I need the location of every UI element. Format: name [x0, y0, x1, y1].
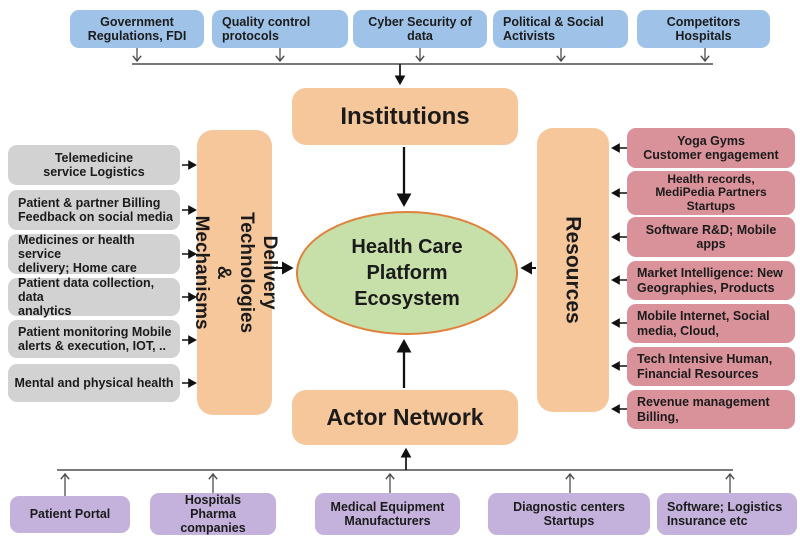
top-feeder-arrows [132, 48, 713, 65]
top-box-4: Political & Social Activists [493, 10, 628, 48]
delivery-technologies-label: Delivery Technologies & Mechanisms [190, 211, 281, 334]
left-box-6: Mental and physical health [8, 364, 180, 402]
delivery-technologies-bar: Delivery Technologies & Mechanisms [191, 130, 280, 415]
bottom-box-3: Medical Equipment Manufacturers [315, 493, 460, 535]
top-box-5: Competitors Hospitals [637, 10, 770, 48]
top-box-1: Government Regulations, FDI [70, 10, 204, 48]
resources-label: Resources [562, 216, 586, 324]
right-box-2: Health records, MediPedia Partners Start… [627, 171, 795, 215]
bottom-box-4: Diagnostic centers Startups [488, 493, 650, 535]
healthcare-platform-ecosystem-node: Health Care Platform Ecosystem [296, 211, 518, 335]
left-box-1: Telemedicine service Logistics [8, 145, 180, 185]
left-box-5: Patient monitoring Mobile alerts & execu… [8, 320, 180, 358]
right-box-3: Software R&D; Mobile apps [627, 217, 795, 257]
right-box-6: Tech Intensive Human, Financial Resource… [627, 347, 795, 386]
bottom-box-2: Hospitals Pharma companies [150, 493, 276, 535]
top-box-2: Quality control protocols [212, 10, 348, 48]
right-box-1: Yoga Gyms Customer engagement [627, 128, 795, 168]
right-box-7: Revenue management Billing, [627, 390, 795, 429]
institutions-node: Institutions [292, 88, 518, 145]
left-box-2: Patient & partner Billing Feedback on so… [8, 190, 180, 230]
bottom-box-5: Software; Logistics Insurance etc [657, 493, 797, 535]
left-box-4: Patient data collection, data analytics [8, 276, 180, 318]
resources-bar: Resources [537, 128, 609, 412]
top-box-3: Cyber Security of data [353, 10, 487, 48]
left-box-3: Medicines or health service delivery; Ho… [8, 233, 180, 275]
right-box-5: Mobile Internet, Social media, Cloud, [627, 304, 795, 343]
right-box-4: Market Intelligence: New Geographies, Pr… [627, 261, 795, 300]
bottom-box-1: Patient Portal [10, 496, 130, 533]
actor-network-node: Actor Network [292, 390, 518, 445]
